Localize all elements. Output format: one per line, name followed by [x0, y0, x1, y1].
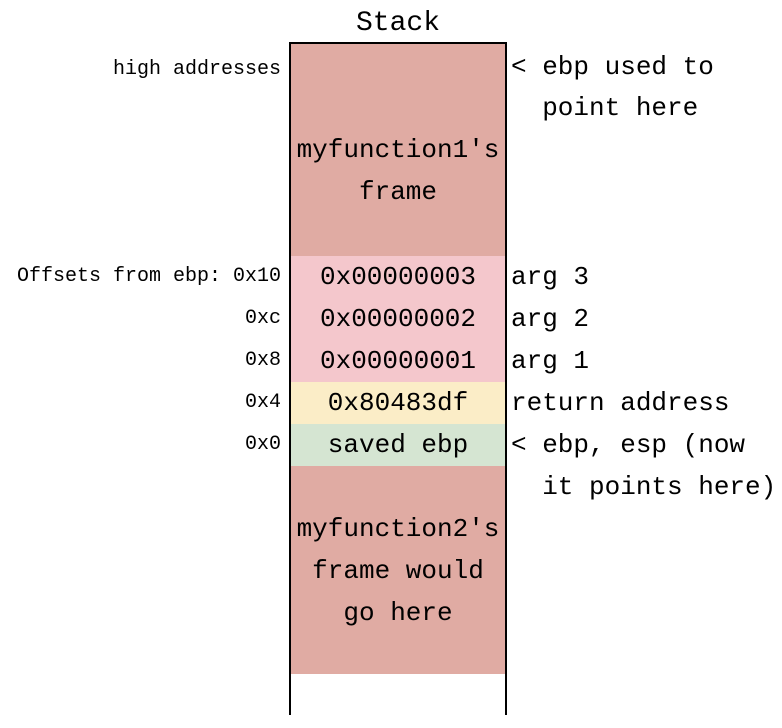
label-ebp-used-line1: < ebp used to	[511, 52, 714, 82]
label-arg3: arg 3	[511, 262, 590, 292]
frame2-label-line3: go here	[343, 598, 453, 628]
arg3-cell: 0x00000003	[291, 256, 505, 298]
arg2-cell: 0x00000002	[291, 298, 505, 340]
arg1-cell: 0x00000001	[291, 340, 505, 382]
empty-stack-space	[291, 674, 505, 715]
label-ebp-esp-line2: it points here)	[542, 472, 777, 502]
frame2-section: myfunction2's frame would go here	[291, 466, 505, 674]
stack-box: myfunction1's frame 0x00000003 0x0000000…	[289, 42, 507, 715]
diagram-title: Stack	[355, 8, 440, 39]
return-address-cell: 0x80483df	[291, 382, 505, 424]
saved-ebp-cell: saved ebp	[291, 424, 505, 466]
label-offset-0x0: 0x0	[244, 433, 281, 456]
label-ebp-esp-line1: < ebp, esp (now	[511, 430, 746, 460]
label-offset-0x8: 0x8	[244, 349, 281, 372]
label-arg2: arg 2	[511, 304, 590, 334]
label-offsets-heading: Offsets from ebp: 0x10	[16, 265, 281, 288]
frame1-label-line1: myfunction1's	[296, 135, 500, 165]
frame1-section: myfunction1's frame	[291, 44, 505, 256]
label-return-address: return address	[511, 388, 730, 418]
label-offset-0xc: 0xc	[244, 307, 281, 330]
label-arg1: arg 1	[511, 346, 590, 376]
frame2-label-line1: myfunction2's	[296, 514, 500, 544]
label-offset-0x4: 0x4	[244, 391, 281, 414]
label-ebp-used-line2: point here	[542, 93, 699, 123]
frame2-label-line2: frame would	[312, 556, 484, 586]
label-high-addresses: high addresses	[112, 58, 281, 81]
frame1-label-line2: frame	[358, 177, 437, 207]
